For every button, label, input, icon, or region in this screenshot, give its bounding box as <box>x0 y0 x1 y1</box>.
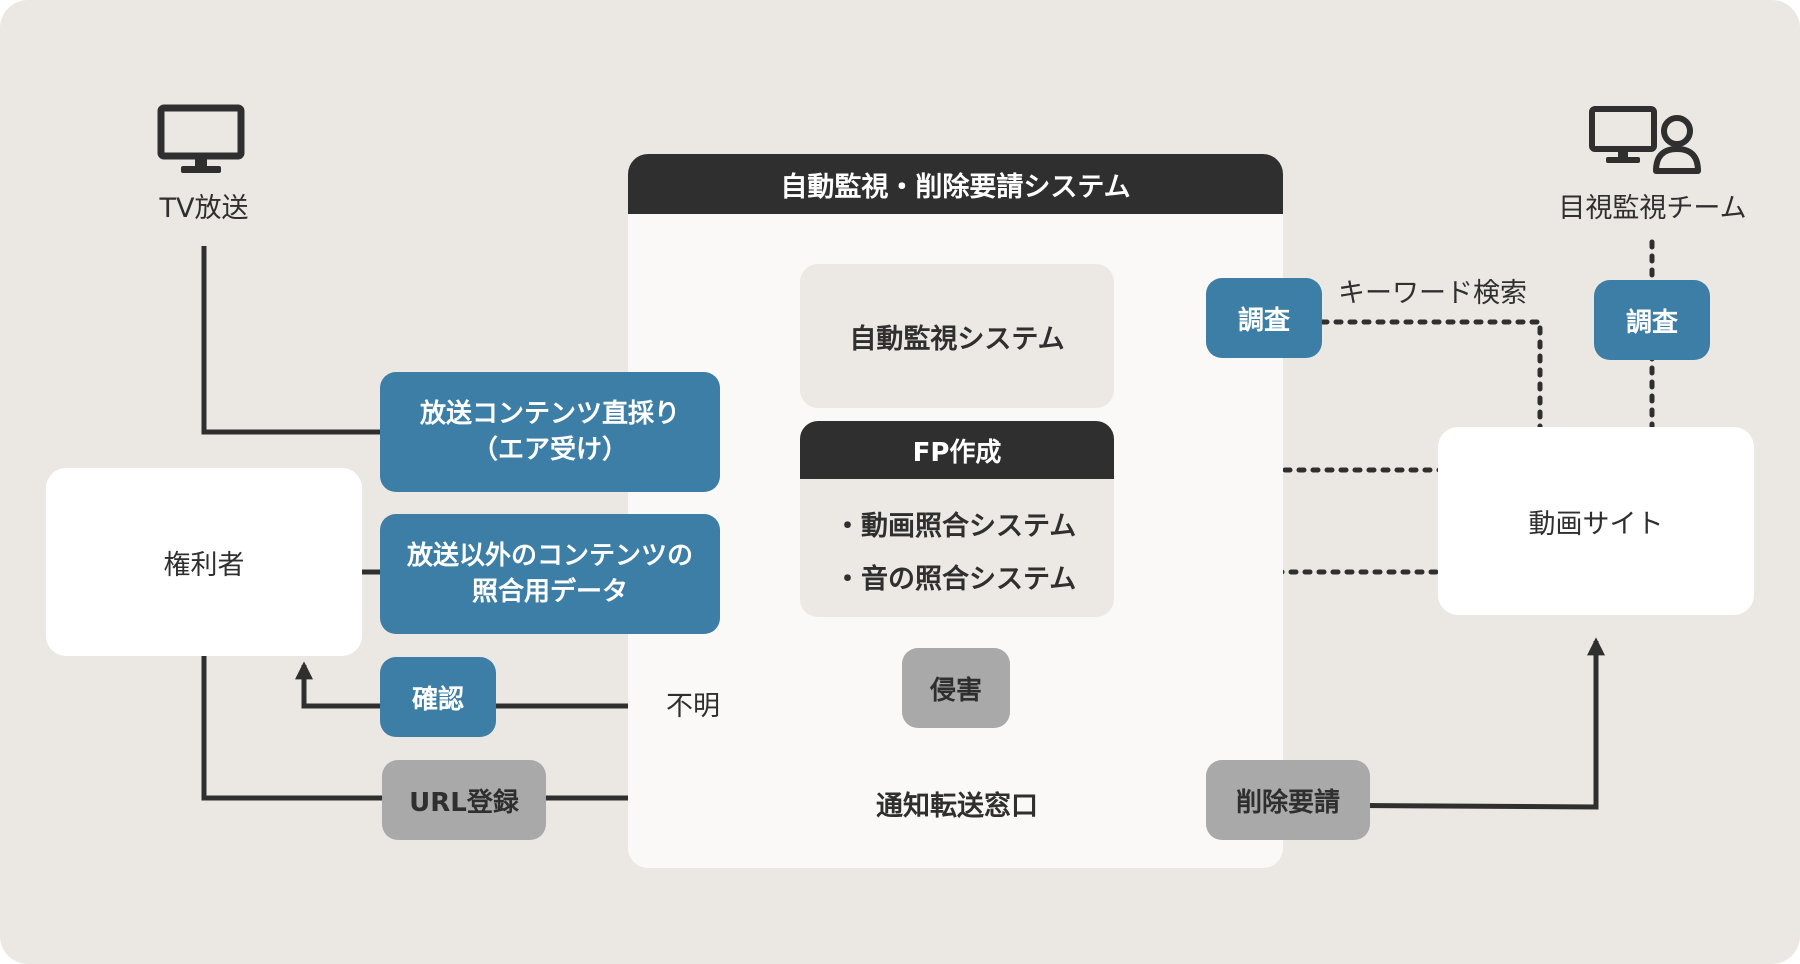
notify-label: 通知転送窓口 <box>876 791 1038 822</box>
tv-label: TV放送 <box>159 193 249 224</box>
fp-item-video: ・動画照合システム <box>834 511 1077 542</box>
fp-item-audio: ・音の照合システム <box>834 564 1077 595</box>
monitor-user-icon <box>1588 105 1704 175</box>
rights-to-notify-line <box>201 656 777 807</box>
video-site-box: 動画サイト <box>1438 427 1754 615</box>
keyword-search-label: キーワード検索 <box>1338 278 1527 309</box>
broadcast-capture-line1: 放送コンテンツ直採り <box>419 399 680 429</box>
auto-monitor-investigate-line <box>1137 319 1543 479</box>
fp-title: FP作成 <box>800 421 1114 479</box>
team-label: 目視監視チーム <box>1558 193 1747 224</box>
system-title: 自動監視・削除要請システム <box>628 154 1283 214</box>
unknown-label: 不明 <box>648 690 738 724</box>
delete-request-tag: 削除要請 <box>1206 760 1370 840</box>
url-register-tag: URL登録 <box>382 760 546 840</box>
infringement-tag: 侵害 <box>902 648 1010 728</box>
fp-box: FP作成 ・動画照合システム ・音の照合システム <box>800 421 1114 617</box>
tv-icon <box>157 104 245 176</box>
confirm-tag: 確認 <box>380 657 496 737</box>
auto-monitor-box: 自動監視システム <box>800 264 1114 408</box>
other-content-line2: 照合用データ <box>471 577 628 607</box>
broadcast-capture-line2: （エア受け） <box>471 435 628 465</box>
broadcast-capture-tag: 放送コンテンツ直採り （エア受け） <box>380 372 720 492</box>
other-content-tag: 放送以外のコンテンツの 照合用データ <box>380 514 720 634</box>
other-content-line1: 放送以外のコンテンツの <box>406 541 693 571</box>
investigate-tag-auto: 調査 <box>1206 278 1322 358</box>
investigate-tag-team: 調査 <box>1594 280 1710 360</box>
rights-holder-box: 権利者 <box>46 468 362 656</box>
